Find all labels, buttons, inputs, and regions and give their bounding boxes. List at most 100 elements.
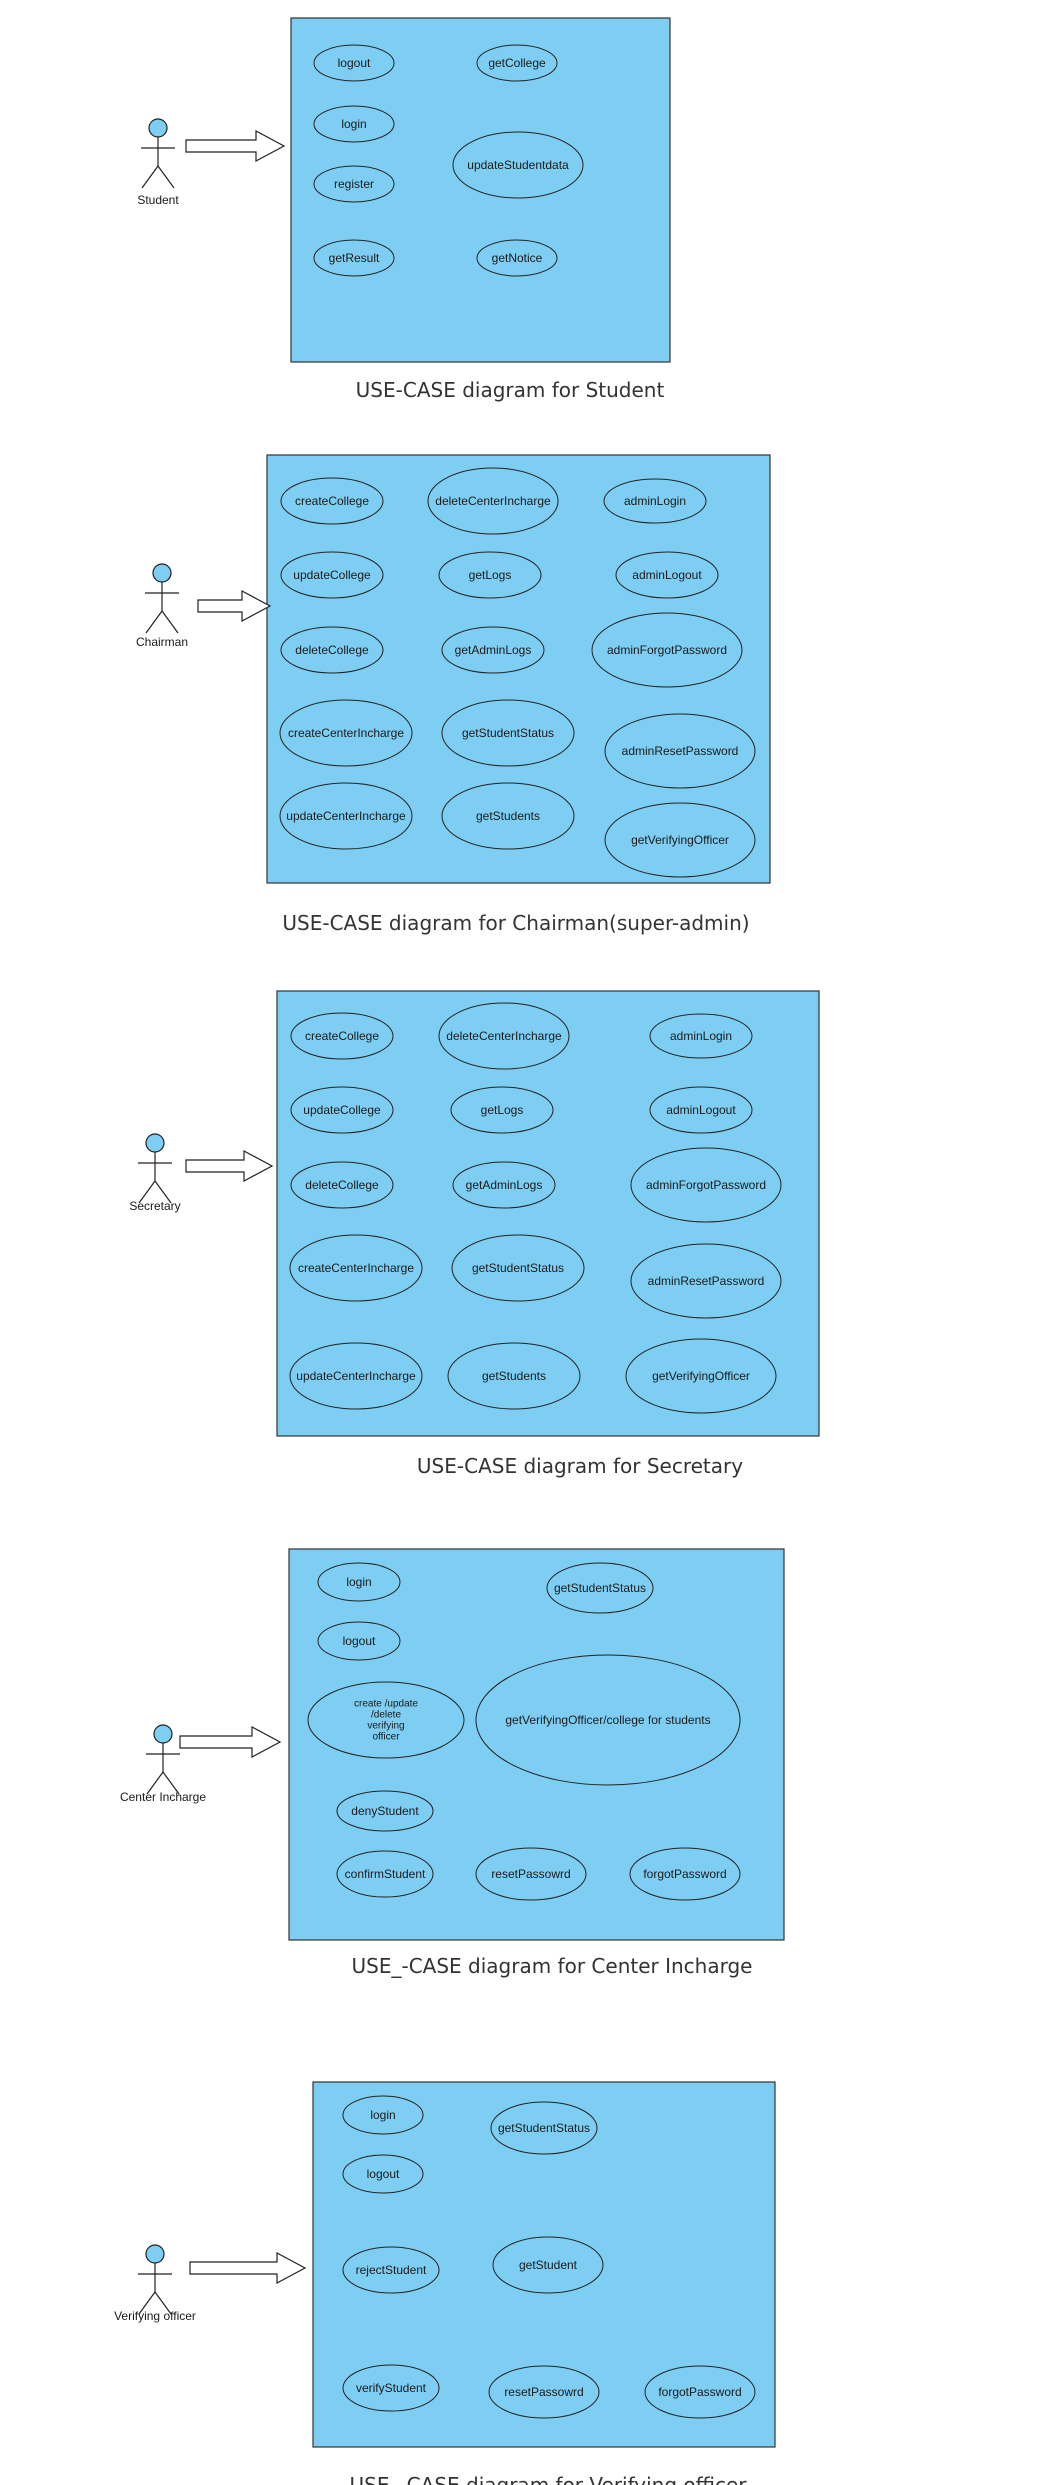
actor-head: [145, 2244, 165, 2264]
use-case-adminlogout: adminLogout: [615, 551, 719, 599]
use-case-ellipse: [289, 1234, 423, 1302]
use-case-ellipse: [452, 1161, 556, 1209]
use-case-adminlogin: adminLogin: [603, 478, 707, 524]
actor-left-leg: [146, 1771, 164, 1795]
use-case-label: adminResetPassword: [648, 1274, 765, 1288]
use-case-adminlogout: adminLogout: [649, 1086, 753, 1134]
use-case-getadminlogs: getAdminLogs: [452, 1161, 556, 1209]
use-case-label: getStudentStatus: [554, 1581, 646, 1595]
use-case-ellipse: [604, 802, 756, 878]
use-case-createcollege: createCollege: [280, 477, 384, 525]
use-case-ellipse: [289, 1342, 423, 1410]
use-case-ellipse: [342, 2364, 440, 2412]
actor-label: Center Incharge: [120, 1790, 206, 1804]
use-case-ellipse: [450, 1086, 554, 1134]
actor-head: [148, 118, 168, 138]
use-case-label: adminLogout: [666, 1103, 736, 1117]
diagram-caption: USE_-CASE diagram for Verifying officer: [349, 2473, 747, 2485]
use-case-ellipse: [290, 1012, 394, 1060]
use-case-register: register: [313, 165, 395, 203]
use-case-updatecenterincharge: updateCenterIncharge: [289, 1342, 423, 1410]
use-case-getstudent: getStudent: [492, 2236, 604, 2294]
use-case-label: getVerifyingOfficer: [652, 1369, 750, 1383]
use-case-ellipse: [603, 478, 707, 524]
use-case-login: login: [313, 105, 395, 143]
use-case-label: forgotPassword: [658, 2385, 741, 2399]
use-case-ellipse: [546, 1562, 654, 1614]
use-case-forgotpassword: forgotPassword: [629, 1847, 741, 1901]
actor-label: Secretary: [129, 1199, 180, 1213]
use-case-updatestudentdata: updateStudentdata: [452, 131, 584, 199]
use-case-label: getResult: [329, 251, 380, 265]
use-case-adminforgotpassword: adminForgotPassword: [591, 612, 743, 688]
use-case-getstudentstatus: getStudentStatus: [451, 1234, 585, 1302]
association-arrow: [179, 1725, 282, 1759]
use-case-label: resetPassowrd: [504, 2385, 583, 2399]
use-case-ellipse: [279, 699, 413, 767]
actor-left-leg: [138, 2291, 156, 2315]
actor-verifying-officer: [138, 2244, 172, 2315]
use-case-label: rejectStudent: [356, 2263, 427, 2277]
use-case-forgotpassword: forgotPassword: [644, 2365, 756, 2419]
use-case-ellipse: [591, 612, 743, 688]
use-case-ellipse: [475, 1847, 587, 1901]
use-case-ellipse: [441, 626, 545, 674]
use-case-label: createCenterIncharge: [288, 726, 404, 740]
use-case-label: getStudentStatus: [498, 2121, 590, 2135]
use-case-ellipse: [307, 1681, 465, 1759]
use-case-ellipse: [313, 44, 395, 82]
use-case-getverifyingofficer: getVerifyingOfficer: [625, 1338, 777, 1414]
use-case-label: adminForgotPassword: [607, 643, 727, 657]
use-case-verifystudent: verifyStudent: [342, 2364, 440, 2412]
use-case-ellipse: [630, 1147, 782, 1223]
use-case-getresult: getResult: [313, 239, 395, 277]
use-case-updatecollege: updateCollege: [290, 1086, 394, 1134]
actor-chairman: [145, 563, 179, 634]
use-case-ellipse: [488, 2365, 600, 2419]
use-case-label: register: [334, 177, 374, 191]
use-case-ellipse: [476, 44, 558, 82]
use-case-ellipse: [290, 1086, 394, 1134]
actor-head: [153, 1724, 173, 1744]
diagram-caption: USE_-CASE diagram for Center Incharge: [352, 1954, 753, 1978]
use-case-ellipse: [615, 551, 719, 599]
use-case-createcenterincharge: createCenterIncharge: [289, 1234, 423, 1302]
use-case-ellipse: [625, 1338, 777, 1414]
use-case-label: getVerifyingOfficer: [631, 833, 729, 847]
use-case-adminforgotpassword: adminForgotPassword: [630, 1147, 782, 1223]
use-case-label: adminResetPassword: [622, 744, 739, 758]
use-case-label: getLogs: [481, 1103, 524, 1117]
use-case-resetpassowrd: resetPassowrd: [488, 2365, 600, 2419]
use-case-label: resetPassowrd: [491, 1867, 570, 1881]
use-case-label: getStudentStatus: [462, 726, 554, 740]
use-case-adminresetpassword: adminResetPassword: [630, 1243, 782, 1319]
use-case-ellipse: [644, 2365, 756, 2419]
actor-head: [152, 563, 172, 583]
actor-secretary: [138, 1133, 172, 1204]
use-case-ellipse: [452, 131, 584, 199]
use-case-ellipse: [649, 1086, 753, 1134]
use-case-label: adminForgotPassword: [646, 1178, 766, 1192]
use-case-logout: logout: [342, 2154, 424, 2194]
use-case-label: deleteCollege: [295, 643, 369, 657]
actor-right-leg: [161, 610, 179, 634]
use-case-ellipse: [441, 699, 575, 767]
use-case-ellipse: [451, 1234, 585, 1302]
use-case-ellipse: [342, 2095, 424, 2135]
actor-left-leg: [141, 165, 159, 189]
use-case-label: getStudentStatus: [472, 1261, 564, 1275]
use-case-label: updateCenterIncharge: [296, 1369, 416, 1383]
actor-head: [145, 1133, 165, 1153]
use-case-label: login: [346, 1575, 371, 1589]
use-case-label: getVerifyingOfficer/college for students: [505, 1713, 710, 1727]
use-case-ellipse: [490, 2101, 598, 2155]
use-case-ellipse: [630, 1243, 782, 1319]
use-case-adminlogin: adminLogin: [649, 1013, 753, 1059]
use-case-ellipse: [313, 105, 395, 143]
use-case-login: login: [317, 1562, 401, 1602]
actor-label: Verifying officer: [114, 2309, 196, 2323]
use-case-getstudents: getStudents: [447, 1342, 581, 1410]
